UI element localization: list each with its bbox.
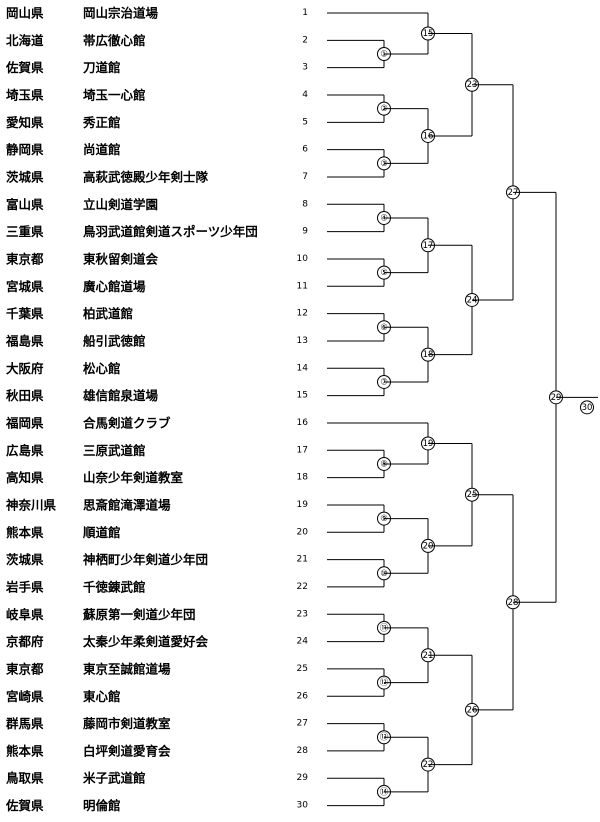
- prefecture-label: 千葉県: [6, 306, 44, 321]
- prefecture-label: 佐賀県: [5, 60, 44, 75]
- prefecture-label: 茨城県: [6, 169, 44, 184]
- entry-number: 9: [302, 227, 308, 237]
- team-name: 東秋留剣道会: [83, 251, 159, 266]
- team-name: 岡山宗治道場: [83, 6, 159, 21]
- team-name: 鳥羽武道館剣道スポーツ少年団: [83, 224, 258, 239]
- entry-number: 2: [302, 35, 308, 45]
- prefecture-label: 岩手県: [5, 579, 44, 594]
- entry-number: 13: [297, 336, 308, 346]
- prefecture-label: 群馬県: [5, 716, 44, 731]
- prefecture-label: 京都府: [6, 634, 44, 649]
- team-name: 帯広徹心館: [83, 33, 146, 48]
- team-name: 千徳錬武館: [83, 579, 146, 594]
- team-name: 順道館: [82, 525, 121, 540]
- team-name: 思斎館滝澤道場: [83, 497, 171, 512]
- team-name: 埼玉一心館: [83, 87, 146, 102]
- entry-number: 11: [297, 281, 308, 291]
- match-number-badge: [580, 400, 594, 415]
- entry-number: 15: [297, 391, 308, 401]
- prefecture-label: 岡山県: [6, 6, 44, 21]
- match-number: 30: [582, 403, 593, 413]
- team-name: 廣心館道場: [83, 279, 146, 294]
- entry-number: 24: [297, 637, 309, 647]
- team-name: 太秦少年柔剣道愛好会: [83, 634, 209, 649]
- prefecture-label: 広島県: [6, 443, 44, 458]
- prefecture-label: 大阪府: [6, 361, 44, 376]
- entry-number: 19: [297, 500, 309, 510]
- entry-number: 20: [297, 527, 309, 537]
- prefecture-label: 東京都: [6, 661, 44, 676]
- team-name: 松心館: [83, 361, 121, 376]
- team-name: 雄信館泉道場: [82, 388, 159, 403]
- team-name: 高萩武徳殿少年剣士隊: [83, 169, 209, 184]
- team-name: 立山剣道学園: [83, 197, 158, 212]
- team-name: 山奈少年剣道教室: [83, 470, 184, 485]
- prefecture-label: 愛知県: [6, 115, 44, 130]
- team-name: 刀道館: [83, 60, 121, 75]
- prefecture-label: 岐阜県: [6, 607, 44, 622]
- team-name: 東心館: [83, 689, 121, 704]
- entry-number: 5: [302, 117, 308, 127]
- entry-number: 10: [297, 254, 309, 264]
- team-name: 米子武道館: [82, 771, 146, 786]
- entry-number: 1: [302, 8, 308, 18]
- prefecture-label: 茨城県: [6, 552, 44, 567]
- entry-number: 12: [297, 309, 308, 319]
- entry-number: 6: [302, 145, 308, 155]
- prefecture-label: 高知県: [6, 470, 44, 485]
- entry-number: 25: [297, 664, 308, 674]
- entry-number: 22: [297, 582, 308, 592]
- team-name: 船引武徳館: [83, 333, 146, 348]
- prefecture-label: 佐賀県: [5, 798, 44, 813]
- entry-number: 23: [297, 609, 308, 619]
- prefecture-label: 秋田県: [6, 388, 44, 403]
- entry-number: 16: [297, 418, 309, 428]
- team-name: 尚道館: [83, 142, 121, 157]
- entry-number: 14: [297, 363, 309, 373]
- entry-number: 3: [302, 63, 308, 73]
- prefecture-label: 埼玉県: [6, 87, 44, 102]
- prefecture-label: 熊本県: [6, 743, 44, 758]
- prefecture-label: 東京都: [6, 251, 44, 266]
- entry-number: 29: [297, 773, 309, 783]
- prefecture-label: 福島県: [5, 333, 44, 348]
- prefecture-label: 富山県: [6, 197, 44, 212]
- entry-number: 17: [297, 445, 308, 455]
- team-name: 神栖町少年剣道少年団: [83, 552, 208, 567]
- entry-number: 8: [302, 199, 308, 209]
- entry-number: 26: [297, 691, 309, 701]
- team-name: 柏武道館: [83, 306, 133, 321]
- entry-number: 7: [302, 172, 308, 182]
- prefecture-label: 福岡県: [5, 415, 44, 430]
- team-name: 三原武道館: [83, 443, 146, 458]
- team-name: 明倫館: [83, 798, 121, 813]
- team-name: 合馬剣道クラブ: [83, 415, 171, 430]
- entry-number: 18: [297, 473, 309, 483]
- entry-number: 28: [297, 746, 309, 756]
- team-name: 秀正館: [82, 115, 121, 130]
- prefecture-label: 熊本県: [6, 525, 44, 540]
- prefecture-label: 神奈川県: [6, 497, 57, 512]
- prefecture-label: 静岡県: [6, 142, 44, 157]
- prefecture-label: 三重県: [6, 224, 44, 239]
- prefecture-label: 北海道: [6, 33, 44, 48]
- prefecture-label: 鳥取県: [6, 771, 44, 786]
- entry-number: 21: [297, 555, 308, 565]
- team-name: 蘇原第一剣道少年団: [82, 607, 196, 622]
- entry-number: 30: [297, 801, 309, 811]
- prefecture-label: 宮城県: [6, 279, 44, 294]
- prefecture-label: 宮崎県: [6, 689, 44, 704]
- team-name: 藤岡市剣道教室: [82, 716, 171, 731]
- team-name: 白坪剣道愛育会: [83, 743, 171, 758]
- entry-number: 4: [302, 90, 308, 100]
- entry-number: 27: [297, 719, 308, 729]
- team-name: 東京至誠館道場: [83, 661, 171, 676]
